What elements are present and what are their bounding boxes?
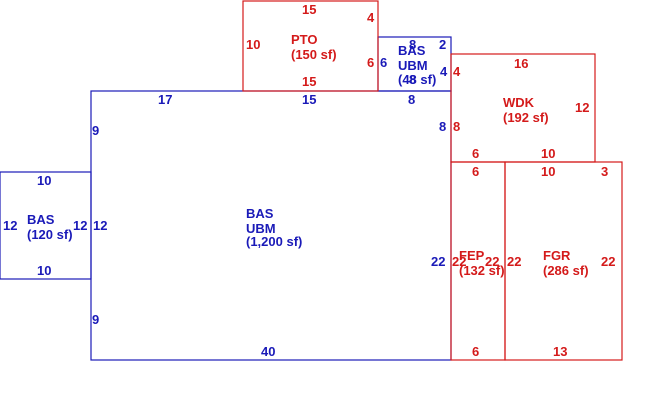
dim-main-top-mid: 15 <box>302 92 316 107</box>
bas-small-label: BAS <box>398 43 426 58</box>
dim-wdk-top: 16 <box>514 56 528 71</box>
dim-pto-top: 15 <box>302 2 316 17</box>
fep-label: FEP <box>459 248 485 263</box>
dim-pto-bottom: 15 <box>302 74 316 89</box>
bas-main-label: BAS <box>246 206 274 221</box>
dim-main-right-upper: 8 <box>439 119 446 134</box>
dim-wdk-bottom-right: 10 <box>541 146 555 161</box>
fgr-outline <box>504 161 623 361</box>
dim-wdk-left: 8 <box>453 119 460 134</box>
wdk-area: (192 sf) <box>503 110 549 125</box>
bas-left-outline <box>0 171 92 280</box>
pto-area: (150 sf) <box>291 47 337 62</box>
dim-main-left-upper: 9 <box>92 123 99 138</box>
dim-fgr-right: 22 <box>601 254 615 269</box>
dim-left-left: 12 <box>3 218 17 233</box>
dim-fep-left: 22 <box>452 254 466 269</box>
dim-pto-right-upper: 4 <box>367 10 375 25</box>
dim-wdk-bottom-left: 6 <box>472 146 479 161</box>
dim-left-top: 10 <box>37 173 51 188</box>
bas-left-area: (120 sf) <box>27 227 73 242</box>
bas-main-label2: UBM <box>246 221 276 236</box>
fep-area: (132 sf) <box>459 263 505 278</box>
dim-small-inner: 8 <box>409 72 416 87</box>
bas-left-label: BAS <box>27 212 55 227</box>
dim-small-right: 4 <box>440 64 448 79</box>
dim-pto-left: 10 <box>246 37 260 52</box>
dim-fep-bottom: 6 <box>472 344 479 359</box>
dim-fgr-left: 22 <box>507 254 521 269</box>
fgr-area: (286 sf) <box>543 263 589 278</box>
bas-small-label2: UBM <box>398 58 428 73</box>
pto-label: PTO <box>291 32 318 47</box>
fgr-label: FGR <box>543 248 571 263</box>
dim-main-bottom: 40 <box>261 344 275 359</box>
bas-main-area: (1,200 sf) <box>246 234 302 249</box>
dim-main-right-lower: 22 <box>431 254 445 269</box>
dim-main-left-lower: 9 <box>92 312 99 327</box>
dim-left-bottom: 10 <box>37 263 51 278</box>
dim-small-top: 8 <box>409 37 416 52</box>
wdk-label: WDK <box>503 95 535 110</box>
dim-fep-right: 22 <box>485 254 499 269</box>
dim-fep-top: 6 <box>472 164 479 179</box>
dim-wdk-left-upper: 4 <box>453 64 461 79</box>
dim-main-left-mid: 12 <box>93 218 107 233</box>
pto-outline <box>242 0 379 92</box>
bas-small-area: (48 sf) <box>398 72 436 87</box>
dim-main-top-right: 8 <box>408 92 415 107</box>
dim-left-right: 12 <box>73 218 87 233</box>
dim-wdk-right: 12 <box>575 100 589 115</box>
dim-fgr-top-right: 3 <box>601 164 608 179</box>
dim-pto-right-lower: 6 <box>367 55 374 70</box>
dim-small-left: 6 <box>380 55 387 70</box>
dim-main-top-left: 17 <box>158 92 172 107</box>
dim-fgr-bottom: 13 <box>553 344 567 359</box>
dim-fgr-top: 10 <box>541 164 555 179</box>
dim-small-right-top: 2 <box>439 37 446 52</box>
